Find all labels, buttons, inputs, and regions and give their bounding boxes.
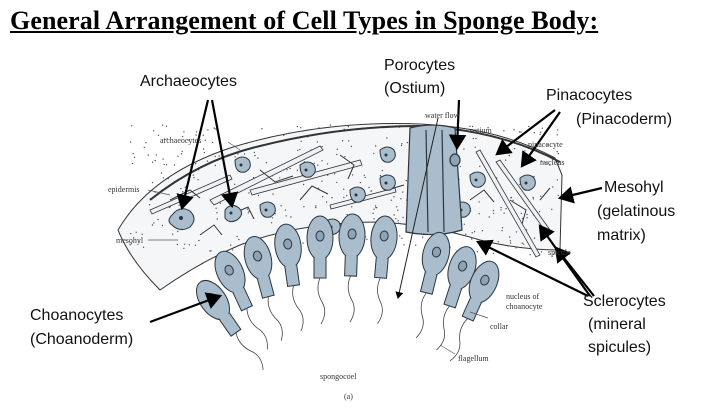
- label-arrows: [149, 99, 603, 324]
- label-archaeocytes: Archaeocytes: [140, 73, 237, 90]
- slide-title: General Arrangement of Cell Types in Spo…: [10, 6, 599, 35]
- fig-label-nucleus: nucleus: [540, 158, 565, 167]
- label-mesohyl: Mesohyl: [604, 179, 664, 196]
- fig-label-ostium: ostium: [470, 126, 492, 135]
- label-choanocytes: Choanocytes: [30, 307, 124, 324]
- choanocyte-cell: [243, 235, 283, 341]
- label-porocytes: Porocytes: [384, 57, 456, 74]
- label-pinacocytes: Pinacocytes: [546, 87, 633, 104]
- porocyte-cell: [405, 124, 463, 236]
- fig-label-spongocoel: spongocoel: [320, 372, 357, 381]
- fig-label-mesohyl: mesohyl: [116, 236, 144, 245]
- choanocyte-cell: [338, 213, 366, 323]
- fig-label-collar: collar: [490, 322, 509, 331]
- choanocyte-cell: [370, 215, 398, 324]
- choanocyte-layer: [195, 213, 500, 370]
- choanocyte-cell: [415, 231, 451, 338]
- label-ostium: (Ostium): [384, 80, 446, 97]
- choanocyte-cell: [306, 215, 334, 325]
- pinacoderm-layer: [149, 124, 561, 201]
- label-spicules: spicules): [588, 339, 652, 356]
- fig-label-epidermis: epidermis: [108, 185, 140, 194]
- water-flow-arrow: [395, 117, 439, 299]
- fig-label-pinacocyte: pinacocyte: [528, 140, 563, 149]
- fig-label-panel: (a): [344, 392, 353, 401]
- choanocyte-cell: [274, 223, 304, 332]
- fig-label-archaeocytes: archaeocytes: [160, 136, 202, 145]
- choanocyte-cell: [449, 260, 500, 362]
- archaeocyte-cells: [168, 146, 536, 235]
- fig-label-flagellum: flagellum: [458, 354, 489, 363]
- choanocyte-cell: [436, 246, 477, 351]
- label-choanoderm: (Choanoderm): [30, 331, 134, 348]
- label-gelatinous: (gelatinous: [597, 203, 676, 220]
- choanocyte-cell: [214, 250, 268, 350]
- label-matrix: matrix): [597, 227, 646, 244]
- label-sclerocytes: Sclerocytes: [583, 293, 666, 310]
- label-pinacoderm: (Pinacoderm): [576, 111, 673, 128]
- fig-label-nucleus-of: nucleus of: [506, 292, 540, 301]
- fig-label-choanocyte: choanocyte: [506, 302, 543, 311]
- fig-label-water-flow: water flow: [425, 111, 460, 120]
- label-mineral: (mineral: [588, 316, 646, 333]
- fig-label-spicule: spicule: [548, 248, 571, 257]
